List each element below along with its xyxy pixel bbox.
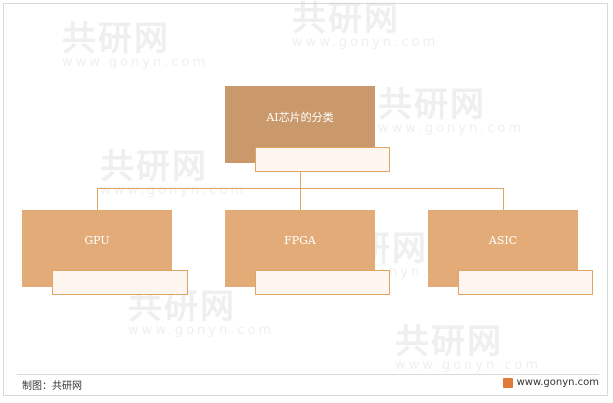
- connector-gpu: [97, 188, 98, 210]
- child-sub-box-asic: [458, 270, 593, 295]
- root-label: AI芯片的分类: [266, 110, 334, 124]
- child-label-gpu: GPU: [84, 234, 110, 247]
- footer-website-text: www.gonyn.com: [516, 377, 599, 388]
- child-sub-box-gpu: [52, 270, 188, 295]
- gonyn-logo-icon: [502, 377, 513, 388]
- connector-asic: [503, 188, 504, 210]
- diagram-frame: [3, 3, 608, 396]
- connector-fpga: [300, 188, 301, 210]
- footer-source: 制图：共研网: [22, 381, 82, 392]
- child-sub-box-fpga: [255, 270, 390, 295]
- child-label-fpga: FPGA: [284, 234, 316, 247]
- connector-root-down: [300, 172, 301, 188]
- footer-divider: [17, 374, 599, 375]
- root-sub-box: [255, 147, 390, 172]
- footer-website: www.gonyn.com: [502, 377, 599, 388]
- child-label-asic: ASIC: [488, 234, 518, 247]
